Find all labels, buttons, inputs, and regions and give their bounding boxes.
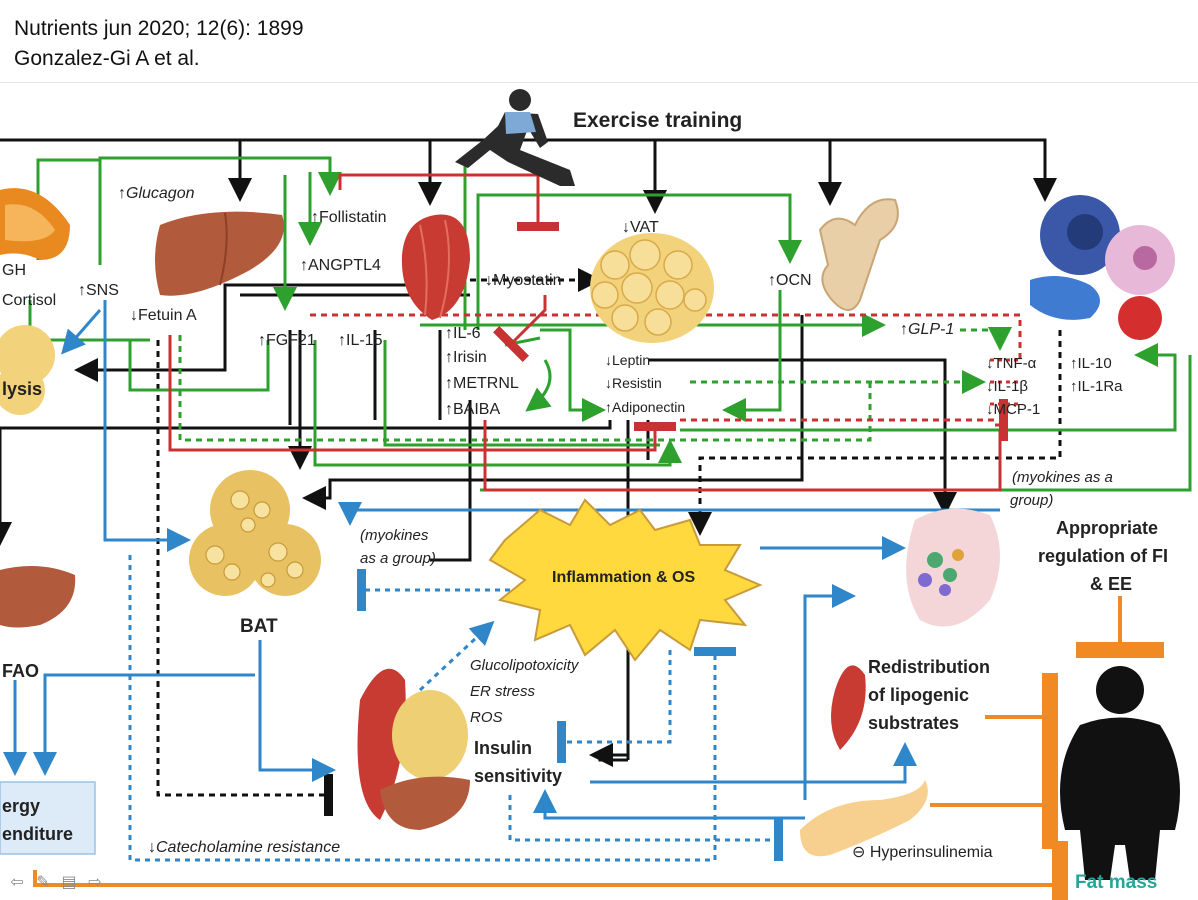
- immune-cells-icon: [1030, 195, 1175, 340]
- fao-label: FAO: [2, 661, 39, 681]
- runner-icon: [455, 89, 575, 186]
- lipolysis-label: lysis: [2, 379, 42, 399]
- muscle-liver-fat-icon: [357, 668, 470, 830]
- bone-icon: [818, 198, 899, 311]
- citation-authors: Gonzalez-Gi A et al.: [14, 47, 200, 70]
- inflammation-label: Inflammation & OS: [552, 569, 695, 586]
- baiba-label: ↑BAIBA: [445, 401, 500, 418]
- adipose-tissue-icon: [590, 233, 714, 343]
- myokines-group-left-line2: as a group): [360, 550, 436, 567]
- adiponectin-label: ↑Adiponectin: [605, 399, 685, 415]
- il15-label: ↑IL-15: [338, 332, 383, 349]
- fat-mass-label: Fat mass: [1075, 872, 1157, 893]
- follistatin-label: ↑Follistatin: [311, 209, 387, 226]
- next-slide-icon[interactable]: ⇨: [88, 871, 102, 891]
- fgf21-label: ↑FGF21: [258, 332, 316, 349]
- myokines-group-right-line1: (myokines as a: [1012, 469, 1113, 486]
- energy-expenditure-box: [0, 781, 96, 855]
- energy-expenditure-line2: enditure: [2, 824, 73, 844]
- exercise-diagram: Exercise training ↑Glucagon ↑Follistatin…: [0, 89, 1192, 900]
- hyperinsulinemia-label: ⊖ Hyperinsulinemia: [852, 844, 993, 861]
- muscle-small-icon: [831, 665, 866, 750]
- angptl4-label: ↑ANGPTL4: [300, 257, 381, 274]
- metrnl-label: ↑METRNL: [445, 375, 519, 392]
- fetuin-a-label: ↓Fetuin A: [130, 307, 197, 324]
- redistribution-line1: Redistribution: [868, 657, 990, 677]
- il1b-label: ↓IL-1β: [986, 378, 1028, 395]
- appropriate-regulation-line3: & EE: [1090, 574, 1132, 594]
- pancreas-icon: [800, 780, 928, 857]
- muscle-icon: [401, 214, 470, 320]
- brown-adipose-icon: [189, 470, 321, 596]
- pen-tool-icon[interactable]: ✎: [36, 871, 50, 891]
- glp1-label: ↑GLP-1: [900, 321, 954, 338]
- myokines-group-right-line2: group): [1010, 492, 1053, 509]
- catecholamine-label: ↓Catecholamine resistance: [148, 839, 340, 856]
- red-connectors: [168, 173, 1022, 492]
- insulin-sensitivity-line1: Insulin: [474, 738, 532, 758]
- il6-label: ↑IL-6: [445, 325, 481, 342]
- vat-label: ↓VAT: [622, 219, 659, 236]
- citation: Nutrients jun 2020; 12(6): 1899 Gonzalez…: [14, 14, 304, 74]
- leptin-label: ↓Leptin: [605, 352, 650, 368]
- glucolipotoxicity-label: Glucolipotoxicity: [470, 657, 580, 674]
- brain-icon: [906, 508, 1000, 627]
- redistribution-line3: substrates: [868, 713, 959, 733]
- irisin-label: ↑Irisin: [445, 349, 487, 366]
- ros-label: ROS: [470, 709, 503, 726]
- insulin-sensitivity-line2: sensitivity: [474, 766, 562, 786]
- human-silhouette-icon: [1060, 666, 1180, 880]
- bat-label: BAT: [240, 616, 278, 637]
- citation-journal: Nutrients jun 2020; 12(6): 1899: [14, 17, 304, 40]
- appropriate-regulation-line2: regulation of FI: [1038, 546, 1168, 566]
- ocn-label: ↑OCN: [768, 272, 812, 289]
- tnfa-label: ↓TNF-α: [986, 355, 1037, 372]
- adrenal-gland-icon: [0, 188, 70, 260]
- liver-small-icon: [0, 566, 76, 628]
- previous-slide-icon[interactable]: ⇦: [10, 871, 24, 891]
- frame-divider: [0, 82, 1198, 83]
- myostatin-label: ↓Myostatin: [485, 272, 561, 289]
- mcp1-label: ↓MCP-1: [986, 401, 1040, 418]
- il1ra-label: ↑IL-1Ra: [1070, 378, 1123, 395]
- blue-connectors: [3, 300, 1000, 862]
- myokines-group-left-line1: (myokines: [360, 527, 429, 544]
- er-stress-label: ER stress: [470, 683, 536, 700]
- energy-expenditure-line1: ergy: [2, 796, 40, 816]
- lipolysis-cells-icon: [0, 325, 55, 415]
- il10-label: ↑IL-10: [1070, 355, 1112, 372]
- resistin-label: ↓Resistin: [605, 375, 662, 391]
- redistribution-line2: of lipogenic: [868, 685, 969, 705]
- appropriate-regulation-line1: Appropriate: [1056, 518, 1158, 538]
- cortisol-label: Cortisol: [2, 292, 56, 309]
- slide-navigation: ⇦ ✎ ▤ ⇨: [6, 871, 106, 891]
- gh-label: GH: [2, 262, 26, 279]
- glucagon-label: ↑Glucagon: [118, 185, 195, 202]
- sns-label: ↑SNS: [78, 282, 119, 299]
- orange-connectors: [33, 596, 1164, 900]
- exercise-training-label: Exercise training: [573, 109, 742, 132]
- inflammation-burst: [488, 498, 763, 662]
- liver-icon: [155, 211, 284, 296]
- slide-menu-icon[interactable]: ▤: [61, 871, 77, 891]
